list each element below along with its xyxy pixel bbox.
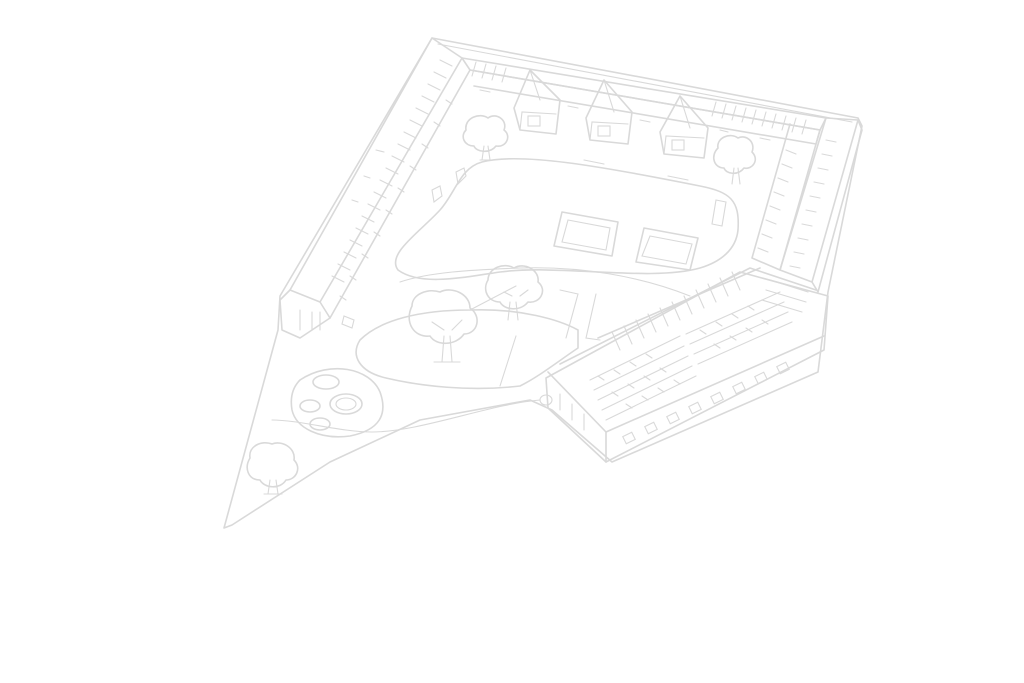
detail-marks <box>341 149 689 329</box>
tree-5 <box>246 442 299 495</box>
tree-2 <box>712 134 757 185</box>
raised-planters <box>431 167 727 271</box>
gable-house-2 <box>585 79 633 145</box>
greenhouse-windows <box>559 361 790 445</box>
tree-4 <box>408 289 478 363</box>
ponds <box>299 374 363 431</box>
gable-house-1 <box>513 69 561 135</box>
east-wing-roof-ribs <box>757 139 837 269</box>
tree-6-shrub <box>539 394 553 406</box>
pond-4 <box>309 417 331 431</box>
pond-1 <box>312 374 340 390</box>
east-wing <box>751 117 863 293</box>
gable-houses <box>479 69 771 159</box>
pond-3 <box>329 393 363 415</box>
tree-1 <box>462 114 509 161</box>
west-wing <box>279 37 471 339</box>
tree-3 <box>484 264 544 321</box>
raised-planter-2 <box>635 227 699 271</box>
roof-garden-texture <box>589 291 793 421</box>
trees <box>246 114 757 495</box>
north-wing-roof-ribs <box>471 61 807 135</box>
south-east-greenhouse-block <box>545 267 829 463</box>
raised-planter-1 <box>553 211 619 257</box>
west-wing-windows <box>339 99 453 301</box>
gable-house-3 <box>659 95 709 159</box>
pond-2 <box>299 399 321 413</box>
site-outline <box>223 37 863 529</box>
west-wing-roof-ribs <box>331 59 453 283</box>
courtyard-paths <box>271 157 740 438</box>
greenhouse-roof-ribs <box>611 271 809 351</box>
